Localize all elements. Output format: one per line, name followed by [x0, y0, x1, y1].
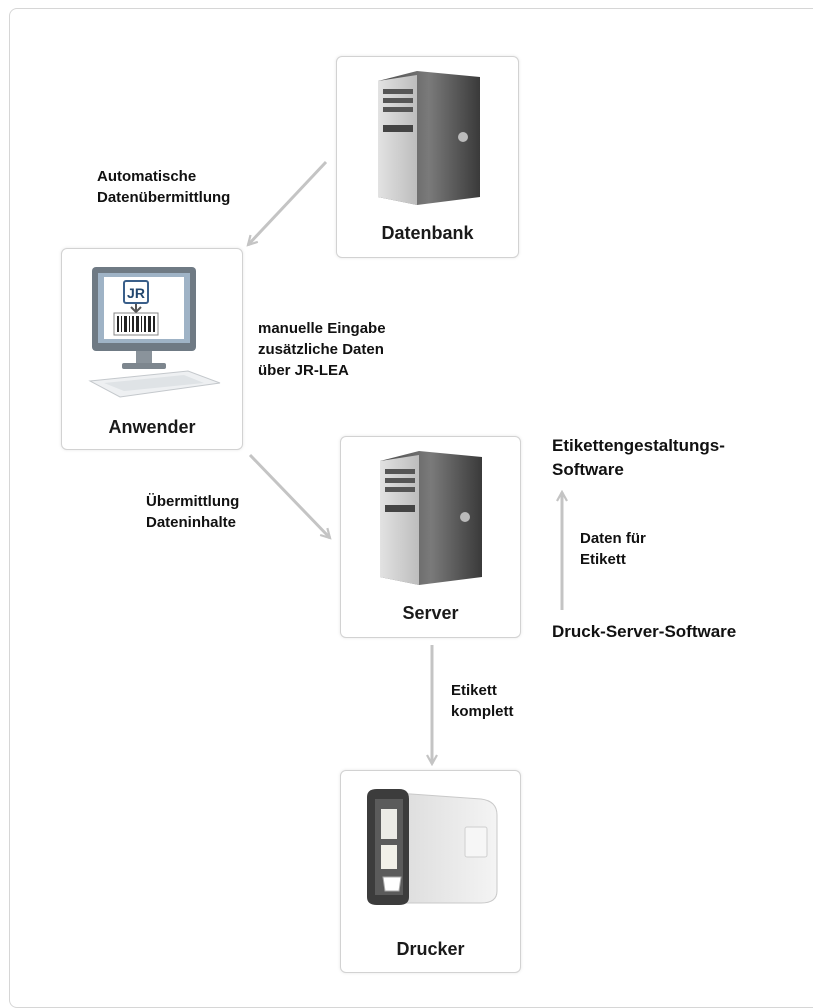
manual-input-line-3: über JR-LEA: [258, 362, 349, 379]
database-label: Datenbank: [381, 223, 474, 243]
manual-input-text: manuelle Eingabe zusätzliche Daten über …: [258, 318, 386, 381]
logo-icon: JR: [127, 285, 145, 301]
server-label: Server: [402, 603, 459, 623]
server-node: Server: [340, 436, 521, 638]
auto-transfer-line-2: Datenübermittlung: [97, 189, 231, 206]
label-complete-text: Etikett komplett: [451, 680, 514, 722]
label-complete-line-1: Etikett: [451, 682, 497, 699]
label-design-line-1: Etikettengestaltungs-: [552, 436, 725, 455]
auto-transfer-text: Automatische Datenübermittlung: [97, 166, 230, 208]
content-transfer-line-1: Übermittlung: [146, 493, 240, 510]
database-node: Datenbank: [336, 56, 519, 258]
label-complete-line-2: komplett: [451, 703, 514, 720]
data-for-label-text: Daten für Etikett: [580, 528, 646, 570]
print-server-software-text: Druck-Server-Software: [552, 620, 736, 644]
printer-label: Drucker: [396, 939, 465, 959]
user-node: JR Anwender: [61, 248, 243, 450]
server-tower-icon: [380, 451, 482, 585]
auto-transfer-line-1: Automatische: [97, 168, 197, 185]
arrow-db-to-user: [248, 160, 328, 245]
database-tower-icon: [378, 71, 480, 205]
content-transfer-text: Übermittlung Dateninhalte: [146, 491, 239, 533]
label-design-line-2: Software: [552, 460, 624, 479]
printer-node: Drucker: [340, 770, 521, 973]
arrow-user-to-server: [248, 453, 330, 538]
manual-input-line-1: manuelle Eingabe: [258, 320, 386, 337]
print-server-line: Druck-Server-Software: [552, 622, 737, 641]
data-for-label-line-1: Daten für: [580, 530, 646, 547]
label-design-software-text: Etikettengestaltungs- Software: [552, 434, 725, 482]
data-for-label-line-2: Etikett: [580, 551, 626, 568]
computer-workstation-icon: JR: [88, 267, 221, 398]
manual-input-line-2: zusätzliche Daten: [258, 341, 384, 358]
user-label: Anwender: [108, 417, 196, 437]
content-transfer-line-2: Dateninhalte: [146, 514, 237, 531]
label-printer-icon: [367, 789, 498, 905]
